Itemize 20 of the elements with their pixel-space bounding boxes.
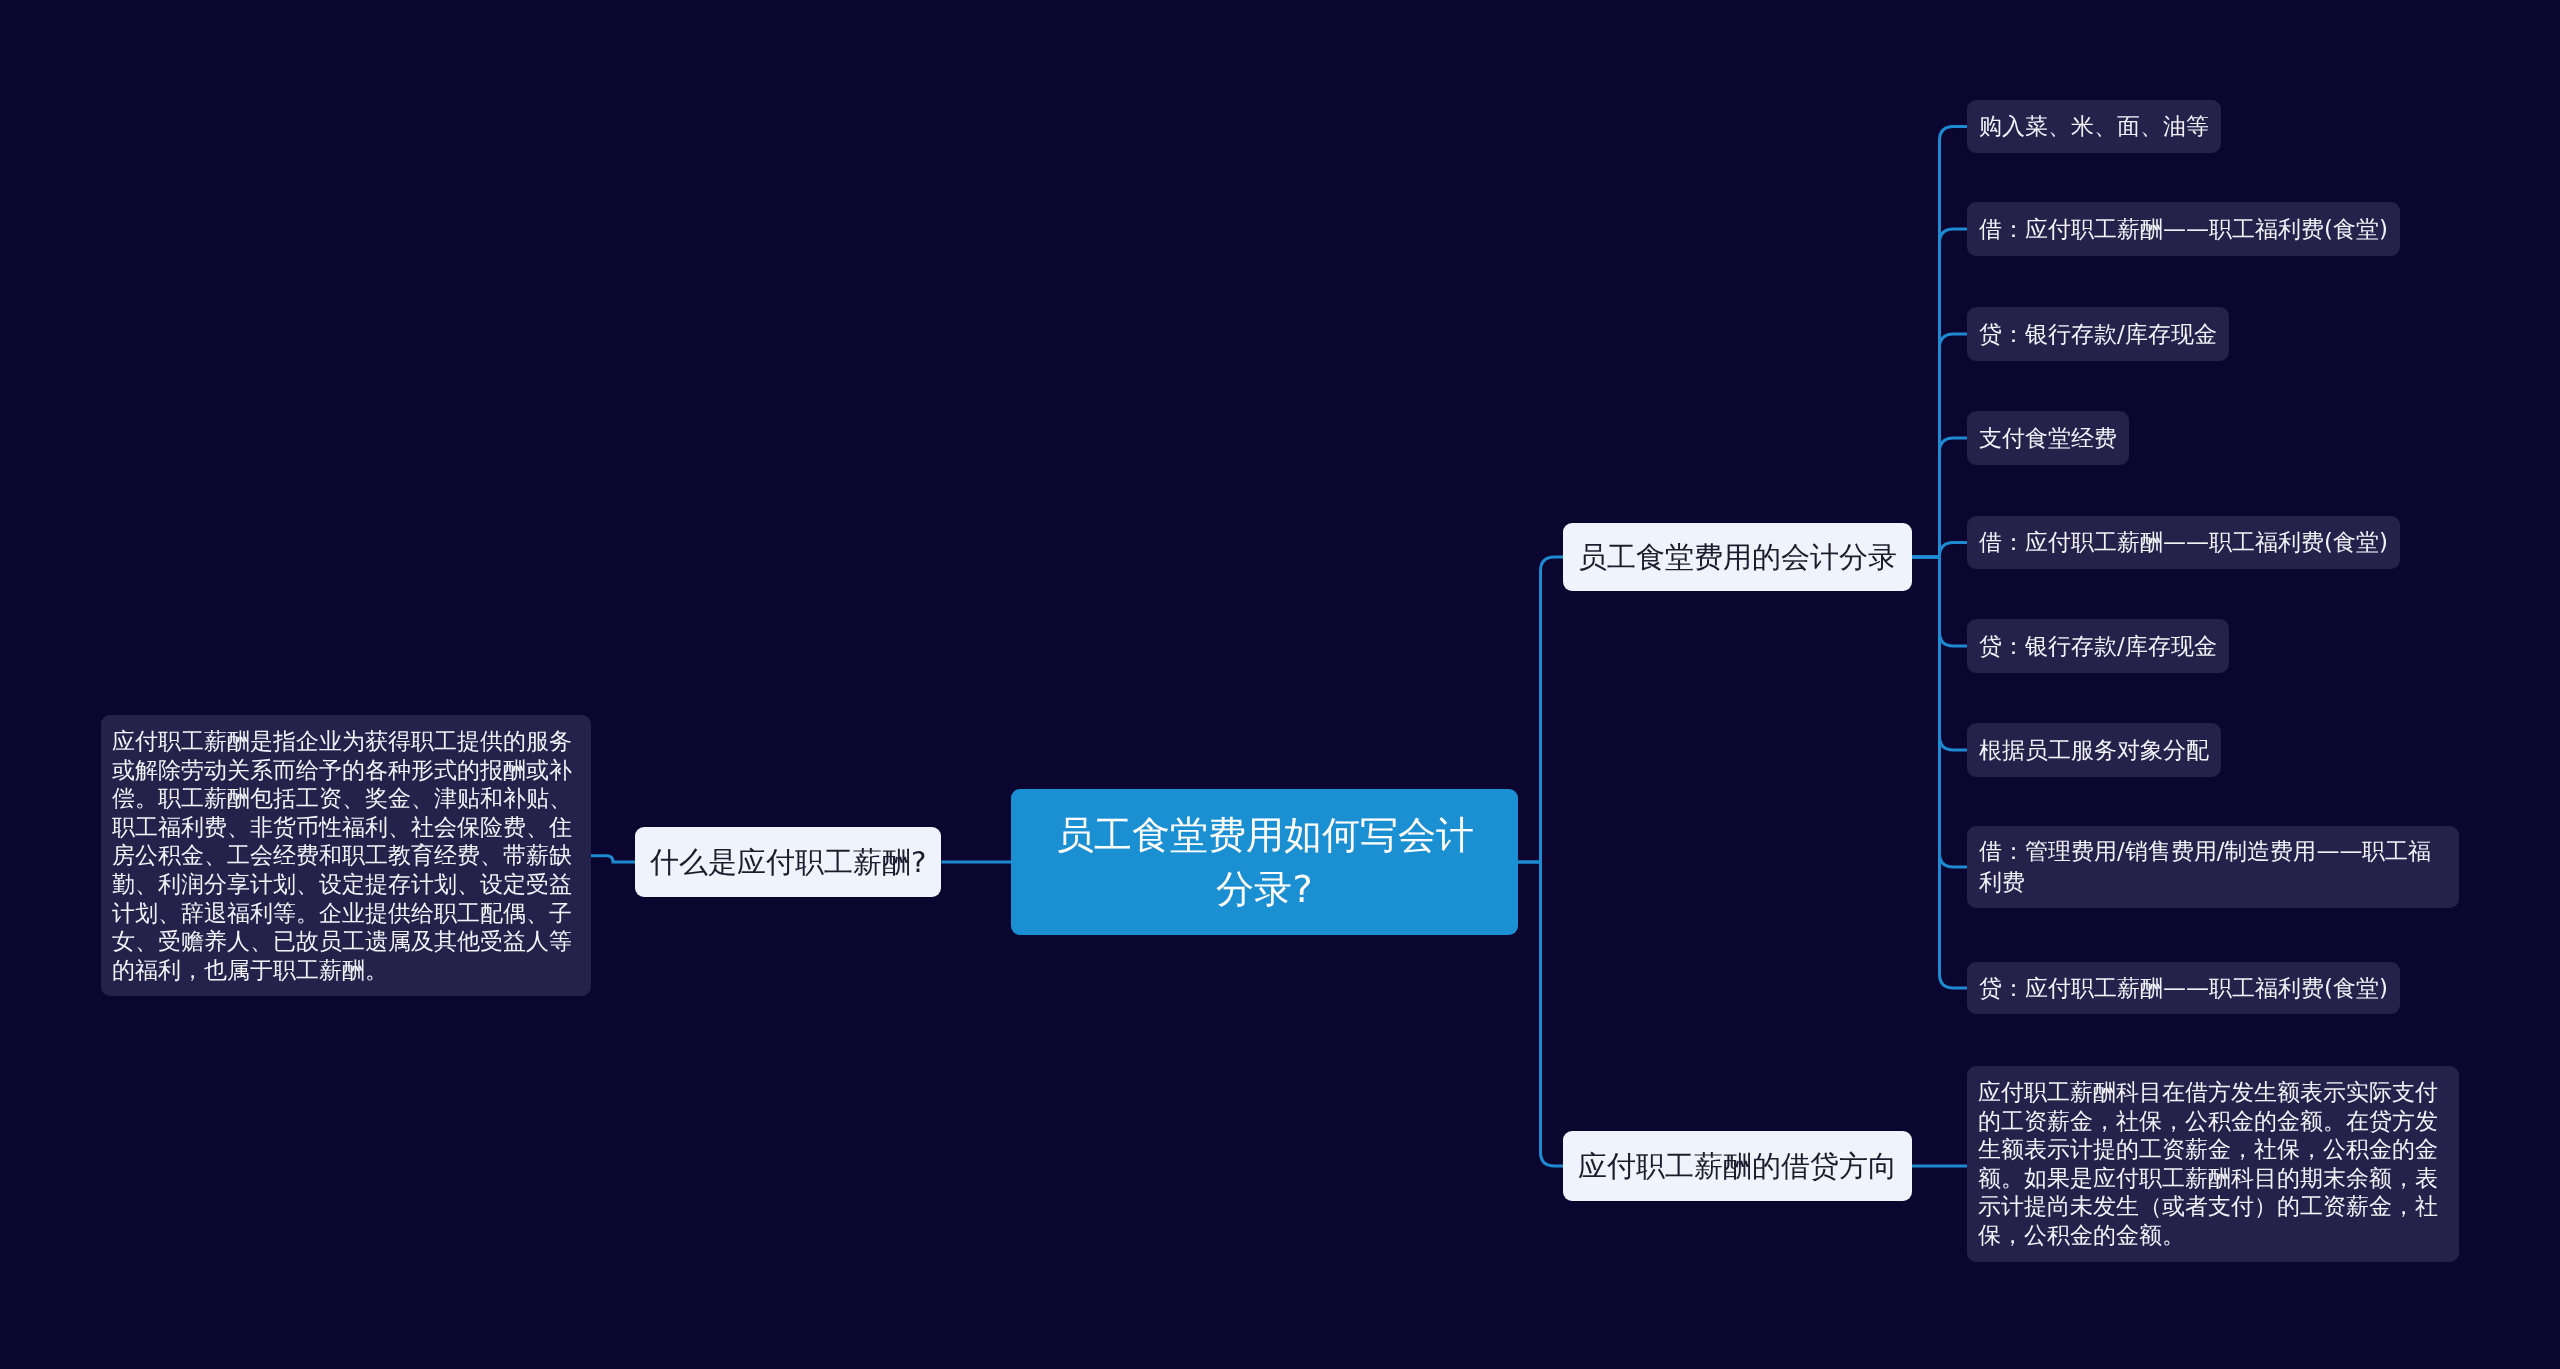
topic-box: 员工食堂费用的会计分录 (1563, 523, 1912, 591)
subtopic-box: 贷：银行存款/库存现金 (1967, 307, 2229, 361)
connector-line (941, 860, 1011, 864)
subtopic-box: 借：应付职工薪酬——职工福利费(食堂) (1967, 202, 2400, 256)
text-box: 应付职工薪酬科目在借方发生额表示实际支付的工资薪金，社保，公积金的金额。在贷方发生额表示计提的工资薪金，社保，公积金的金额。如果是应付职工薪酬科目的期末余额，表示计提尚未发生（或者支付）的工资薪金，社保，公积金的金额。 (1967, 1066, 2459, 1262)
text-box: 应付职工薪酬是指企业为获得职工提供的服务或解除劳动关系而给予的各种形式的报酬或补偿。职工薪酬包括工资、奖金、津贴和补贴、职工福利费、非货币性福利、社会保险费、住房公积金、工会经费和职工教育经费、带薪缺勤、利润分享计划、设定提存计划、设定受益计划、辞退福利等。企业提供给职工配偶、子女、受赡养人、已故员工遗属及其他受益人等的福利，也属于职工薪酬。 (101, 715, 591, 997)
connector-line (1912, 555, 1967, 990)
connector-line (1912, 1164, 1967, 1168)
subtopic-box: 贷：银行存款/库存现金 (1967, 619, 2229, 673)
subtopic-box: 购入菜、米、面、油等 (1967, 100, 2221, 153)
subtopic-box: 借：应付职工薪酬——职工福利费(食堂) (1967, 516, 2400, 569)
central-topic-box: 员工食堂费用如何写会计分录? (1011, 789, 1518, 935)
topic-box: 什么是应付职工薪酬? (635, 827, 942, 897)
connector-line (591, 854, 635, 864)
subtopic-box: 根据员工服务对象分配 (1967, 723, 2221, 777)
topic-box: 应付职工薪酬的借贷方向 (1563, 1131, 1912, 1201)
subtopic-box: 支付食堂经费 (1967, 411, 2129, 465)
subtopic-box: 贷：应付职工薪酬——职工福利费(食堂) (1967, 962, 2400, 1014)
subtopic-box: 借：管理费用/销售费用/制造费用——职工福利费 (1967, 826, 2459, 908)
connector-line (1518, 860, 1563, 1168)
